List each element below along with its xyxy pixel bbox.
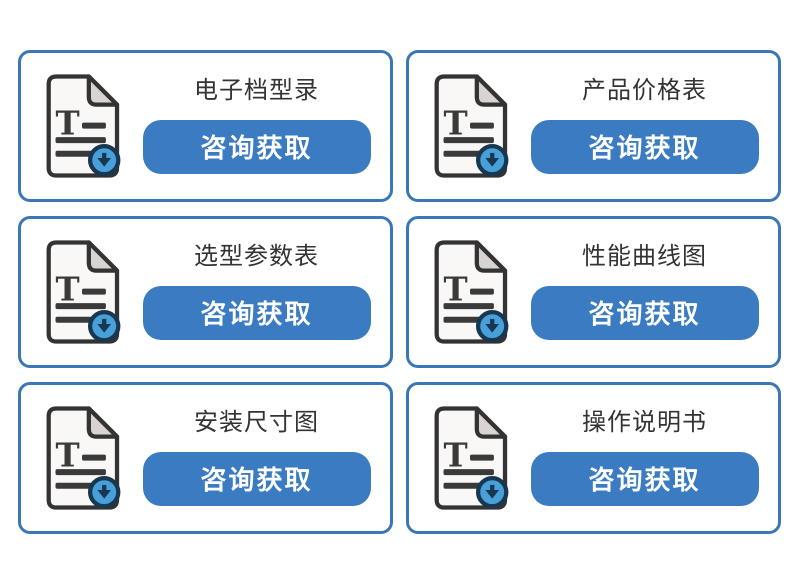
consult-button[interactable]: 咨询获取 <box>142 119 371 174</box>
card-content: 电子档型录 咨询获取 <box>133 77 390 174</box>
info-card-catalog: 电子档型录 咨询获取 <box>18 50 393 202</box>
consult-button[interactable]: 咨询获取 <box>530 285 759 340</box>
card-content: 选型参数表 咨询获取 <box>133 243 390 340</box>
document-download-icon <box>41 71 133 181</box>
card-title: 操作说明书 <box>582 409 707 437</box>
card-title: 选型参数表 <box>194 243 319 271</box>
card-title: 性能曲线图 <box>582 243 707 271</box>
document-download-icon <box>429 403 521 513</box>
card-content: 安装尺寸图 咨询获取 <box>133 409 390 506</box>
card-title: 产品价格表 <box>582 77 707 105</box>
consult-button[interactable]: 咨询获取 <box>142 285 371 340</box>
document-download-icon <box>429 237 521 347</box>
consult-button[interactable]: 咨询获取 <box>142 451 371 506</box>
info-card-performance-curve: 性能曲线图 咨询获取 <box>406 216 781 368</box>
info-card-price-list: 产品价格表 咨询获取 <box>406 50 781 202</box>
card-grid: 电子档型录 咨询获取 产品价格表 咨询获取 选型参数表 咨询获取 <box>18 50 781 534</box>
card-title: 安装尺寸图 <box>194 409 319 437</box>
document-download-icon <box>429 71 521 181</box>
document-download-icon <box>41 237 133 347</box>
info-card-selection-parameters: 选型参数表 咨询获取 <box>18 216 393 368</box>
info-card-operation-manual: 操作说明书 咨询获取 <box>406 382 781 534</box>
card-content: 性能曲线图 咨询获取 <box>521 243 778 340</box>
card-content: 操作说明书 咨询获取 <box>521 409 778 506</box>
consult-button[interactable]: 咨询获取 <box>530 451 759 506</box>
card-title: 电子档型录 <box>194 77 319 105</box>
info-card-installation-dimensions: 安装尺寸图 咨询获取 <box>18 382 393 534</box>
card-content: 产品价格表 咨询获取 <box>521 77 778 174</box>
document-download-icon <box>41 403 133 513</box>
consult-button[interactable]: 咨询获取 <box>530 119 759 174</box>
